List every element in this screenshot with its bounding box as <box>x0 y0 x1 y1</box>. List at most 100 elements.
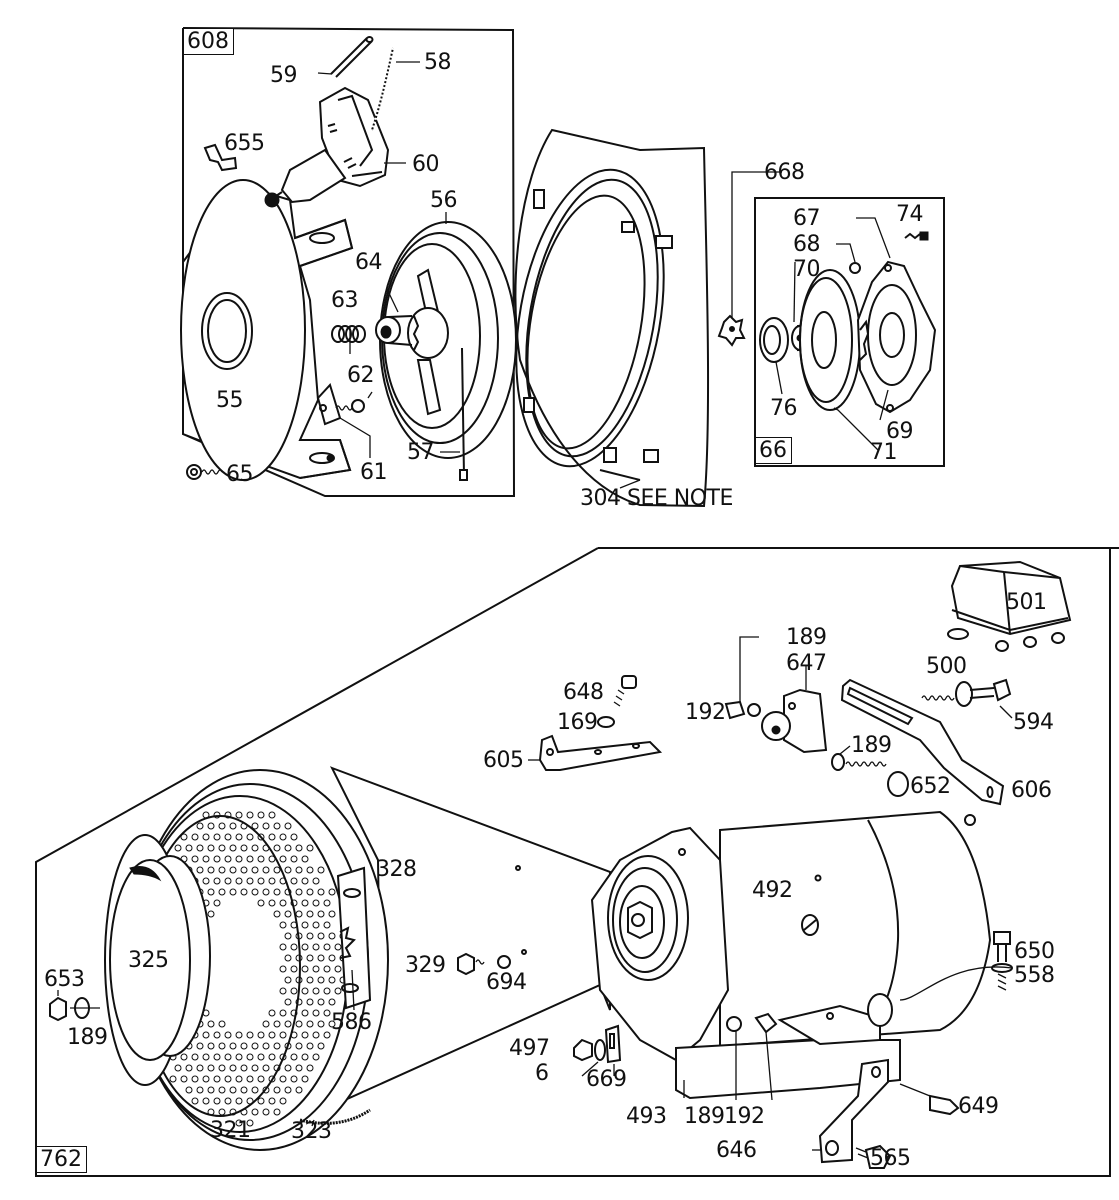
part-label: 694 <box>486 970 527 995</box>
nut-192b-part <box>754 1012 778 1034</box>
part-label: 558 <box>1014 963 1055 988</box>
bracket-647-part <box>761 688 828 754</box>
screw-329-part <box>457 952 485 976</box>
part-label: 323 <box>291 1119 332 1144</box>
washer-169-part <box>597 716 615 728</box>
washer-189-part <box>747 703 761 717</box>
part-label: 192 <box>685 700 726 725</box>
part-label: 668 <box>764 160 805 185</box>
part-label: 492 <box>752 878 793 903</box>
starter-handle-part <box>269 86 390 204</box>
blower-housing-part <box>180 179 354 481</box>
part-label: 606 <box>1011 778 1052 803</box>
bolt-649-part <box>899 1083 960 1116</box>
starter-generator-group-frame <box>35 547 1119 1177</box>
part-label: 328 <box>376 857 417 882</box>
strap-646-part <box>818 1058 889 1164</box>
part-label: 59 <box>270 63 298 88</box>
part-label: 67 <box>793 206 821 231</box>
part-label: 6 <box>535 1061 549 1086</box>
part-label: 61 <box>360 460 388 485</box>
bracket-screw-part <box>316 383 365 426</box>
part-label: 586 <box>331 1010 372 1035</box>
group-label-rewind-starter: 608 <box>183 28 234 55</box>
screw-652-part <box>831 753 909 797</box>
part-label: 192 <box>724 1104 765 1129</box>
part-label: 648 <box>563 680 604 705</box>
part-label: 652 <box>910 774 951 799</box>
part-label: 653 <box>44 967 85 992</box>
part-label: 594 <box>1013 710 1054 735</box>
starter-rope-part <box>370 47 395 131</box>
part-label: 68 <box>793 232 821 257</box>
screw-648-part <box>613 675 637 707</box>
starter-clutch-group-frame <box>754 197 945 467</box>
regulator-part <box>947 560 1072 652</box>
part-label: 58 <box>424 50 452 75</box>
part-label: 169 <box>557 710 598 735</box>
part-label: 63 <box>331 288 359 313</box>
group-label-starter-clutch: 66 <box>755 437 792 464</box>
gasket-323-part <box>299 1108 371 1125</box>
blower-housing-ring-part <box>514 128 710 508</box>
rope-pin-part <box>330 36 374 78</box>
generator-bracket-part <box>675 993 901 1100</box>
pulley-rope-part <box>459 347 468 481</box>
ball-part <box>849 262 861 274</box>
star-washer-part <box>717 314 746 347</box>
part-label: 605 <box>483 748 524 773</box>
part-label: 62 <box>347 363 375 388</box>
part-label: 493 <box>626 1104 667 1129</box>
part-label: 76 <box>770 396 798 421</box>
group-label-starter-generator: 762 <box>36 1146 87 1173</box>
part-label: 646 <box>716 1138 757 1163</box>
part-label: 655 <box>224 131 265 156</box>
part-label: 497 <box>509 1036 550 1061</box>
bracket-605-part <box>538 734 663 771</box>
screw-74-part <box>904 231 929 241</box>
part-label: 189 <box>786 625 827 650</box>
nut-192-part <box>724 700 746 720</box>
seal-part <box>759 317 789 363</box>
screw-65-part <box>186 464 223 480</box>
part-label: 649 <box>958 1094 999 1119</box>
part-label: 329 <box>405 953 446 978</box>
part-label: 501 <box>1006 590 1047 615</box>
clutch-plate-part <box>799 269 861 411</box>
part-label: 65 <box>226 462 254 487</box>
leader-lines <box>57 61 1013 1151</box>
part-label: 321 <box>210 1118 251 1143</box>
part-label: 74 <box>896 202 924 227</box>
note-label: 304 SEE NOTE <box>580 486 733 511</box>
bracket-586-part <box>336 866 372 1010</box>
air-cleaner-part <box>104 769 389 1151</box>
part-label: 189 <box>851 733 892 758</box>
part-label: 60 <box>412 152 440 177</box>
bolt-650-part <box>991 931 1013 991</box>
part-label: 55 <box>216 388 244 413</box>
part-label: 64 <box>355 250 383 275</box>
starter-pulley-part <box>375 221 517 459</box>
clutch-housing-part <box>856 260 937 414</box>
part-label: 325 <box>128 948 169 973</box>
part-label: 69 <box>886 419 914 444</box>
part-label: 647 <box>786 651 827 676</box>
part-label: 70 <box>793 257 821 282</box>
bracket-606-part <box>840 678 1005 806</box>
part-label: 650 <box>1014 939 1055 964</box>
washer-694-part <box>497 955 511 969</box>
part-label: 500 <box>926 654 967 679</box>
clip-part <box>203 143 238 172</box>
starter-generator-part <box>590 810 992 1062</box>
bolt-653-part <box>49 996 100 1022</box>
part-label: 669 <box>586 1067 627 1092</box>
part-label: 189 <box>684 1104 725 1129</box>
part-label: 71 <box>870 440 898 465</box>
part-label: 189 <box>67 1025 108 1050</box>
part-label: 57 <box>407 440 435 465</box>
part-label: 56 <box>430 188 458 213</box>
bolt-497-part <box>573 1024 622 1064</box>
washer-189b-part <box>726 1016 742 1032</box>
spring-part <box>331 325 366 343</box>
